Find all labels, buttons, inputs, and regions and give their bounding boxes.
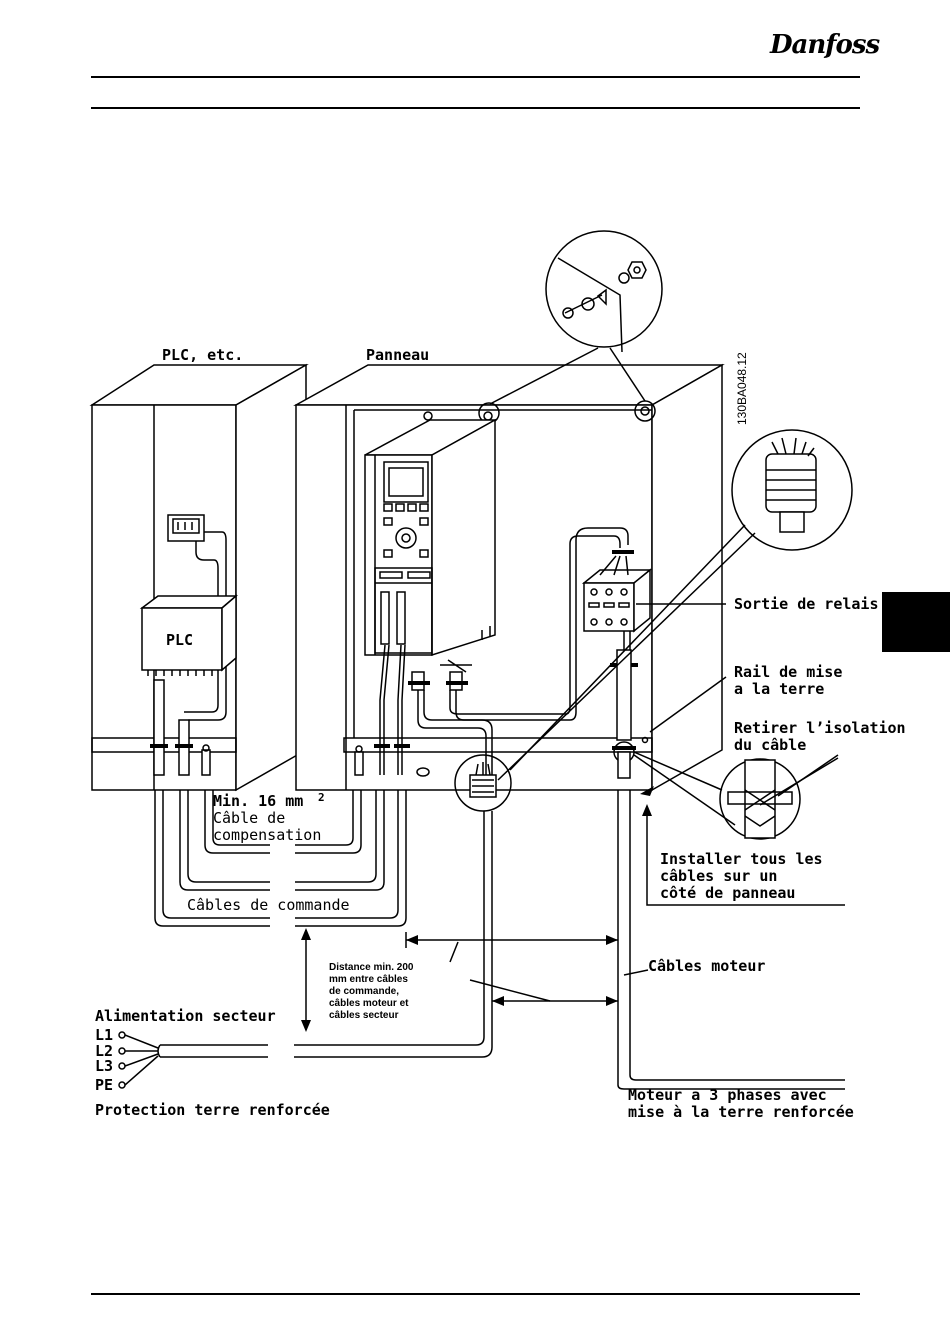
chapter-tab — [882, 592, 950, 652]
label-distance-4: câbles moteur et — [329, 998, 409, 1009]
label-install-3: côté de panneau — [660, 884, 795, 902]
label-motor-1: Moteur a 3 phases avec — [628, 1086, 827, 1104]
gland-detail-magnifier — [731, 429, 853, 551]
label-motor-cables: Câbles moteur — [648, 957, 765, 975]
mains-cable-gland — [454, 754, 512, 812]
label-plc-cabinet: PLC, etc. — [162, 346, 243, 364]
label-compensation-1: Câble de — [213, 809, 285, 827]
label-compensation-2: compensation — [213, 826, 321, 844]
label-motor-2: mise à la terre renforcée — [628, 1103, 854, 1121]
plc-cabinet — [89, 363, 309, 792]
label-earth-rail-1: Rail de mise — [734, 663, 842, 681]
drive-power-cables — [408, 527, 629, 775]
label-install-1: Installer tous les — [660, 850, 823, 868]
plc-box — [139, 594, 239, 676]
label-min-section: Min. 16 mm — [213, 792, 303, 810]
label-control-cables: Câbles de commande — [187, 896, 350, 914]
relay-output-terminal — [581, 550, 653, 650]
brand-logo: Danfoss — [770, 30, 880, 60]
label-min-section-sup: 2 — [318, 791, 325, 804]
label-l2: L2 — [95, 1042, 113, 1060]
plc-cables — [150, 679, 211, 776]
label-panel: Panneau — [366, 346, 429, 364]
label-distance-3: de commande, — [329, 986, 399, 997]
label-install-2: câbles sur un — [660, 867, 777, 885]
label-relay-output: Sortie de relais — [734, 595, 879, 613]
label-strip-insulation-1: Retirer l’isolation — [734, 719, 906, 737]
label-l1: L1 — [95, 1026, 113, 1044]
label-earth-rail-2: a la terre — [734, 680, 824, 698]
label-strip-insulation-2: du câble — [734, 736, 806, 754]
label-pe: PE — [95, 1076, 113, 1094]
label-earth-protection: Protection terre renforcée — [95, 1101, 330, 1119]
header-rule-top — [91, 76, 860, 78]
label-mains-supply: Alimentation secteur — [95, 1007, 276, 1025]
label-distance-5: câbles secteur — [329, 1010, 399, 1021]
footer-rule — [91, 1293, 860, 1295]
doc-code: 130BA048.12 — [735, 352, 749, 425]
external-cable-routing — [154, 790, 845, 1090]
relay-cable — [610, 649, 638, 779]
label-l3: L3 — [95, 1057, 113, 1075]
drive-control-cables — [354, 591, 410, 776]
strip-insulation-magnifier — [719, 758, 801, 840]
header-rule-bottom — [91, 107, 860, 109]
label-distance-2: mm entre câbles — [329, 974, 408, 985]
mains-terminals — [118, 1031, 159, 1089]
label-plc: PLC — [166, 631, 193, 649]
fixing-detail-magnifier — [545, 230, 663, 353]
label-distance-1: Distance min. 200 — [329, 962, 414, 973]
distance-dimensions — [305, 930, 618, 1030]
